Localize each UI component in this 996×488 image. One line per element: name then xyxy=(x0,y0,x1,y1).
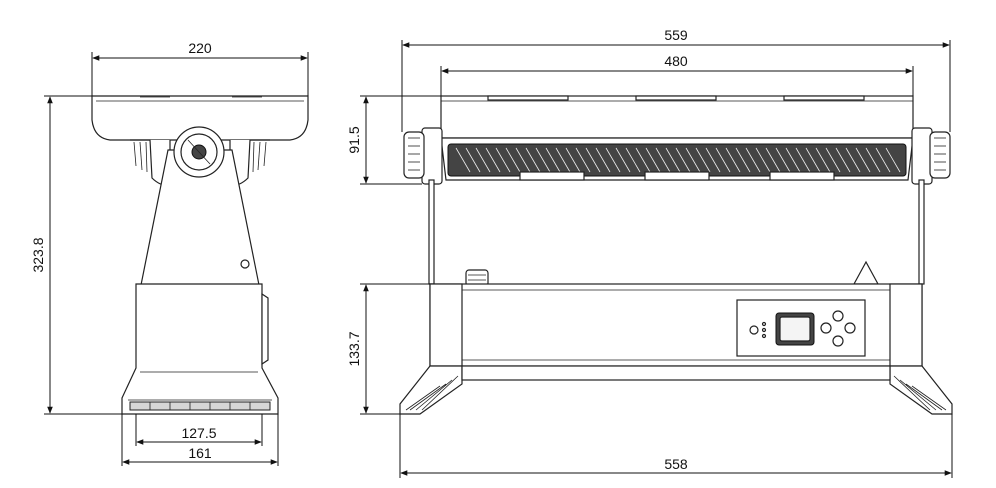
front-view-right-knob xyxy=(911,127,951,185)
dimension-overall-width-label: 559 xyxy=(664,27,688,43)
dimension-head-width-label: 480 xyxy=(664,53,688,69)
front-view-left-foot xyxy=(399,365,463,415)
dimension-head-height-label: 91.5 xyxy=(346,126,362,153)
dimension-base-length-label: 558 xyxy=(664,456,688,472)
dimension-base-outer-width-label: 161 xyxy=(188,445,212,461)
button-down xyxy=(832,335,844,347)
dimension-base-inner-width-label: 127.5 xyxy=(181,425,216,441)
front-view-yoke-arms xyxy=(428,179,925,285)
front-view-right-foot xyxy=(889,365,953,415)
dimension-overall-height-label: 323.8 xyxy=(30,237,46,272)
dimension-head-width: 480 xyxy=(440,53,914,96)
side-view-base xyxy=(121,283,279,415)
dimension-base-outer-width: 161 xyxy=(121,414,279,466)
side-view: 220 323.8 127.5 161 xyxy=(30,40,309,466)
side-view-tilt-knob xyxy=(173,126,225,178)
front-view-top-fin xyxy=(852,260,880,285)
dimension-overall-width: 559 xyxy=(401,27,951,132)
front-view-head xyxy=(403,95,951,185)
ir-sensor-icon xyxy=(749,325,759,335)
dimension-overall-height: 323.8 xyxy=(30,95,122,415)
front-view-left-knob xyxy=(403,127,443,185)
side-view-head xyxy=(91,95,309,187)
dimension-base-inner-width: 127.5 xyxy=(135,414,263,446)
front-view: 559 480 91.5 133.7 558 xyxy=(346,27,953,478)
control-panel xyxy=(736,299,866,357)
dimension-base-height: 133.7 xyxy=(346,283,430,415)
dimension-base-height-label: 133.7 xyxy=(346,331,362,366)
dimension-side-width-label: 220 xyxy=(188,40,212,56)
dimension-side-width: 220 xyxy=(91,40,309,96)
button-right xyxy=(844,322,856,334)
front-view-base xyxy=(399,283,953,415)
button-left xyxy=(820,322,832,334)
button-up xyxy=(832,310,844,322)
front-view-led-array xyxy=(455,147,901,181)
dimension-head-height: 91.5 xyxy=(346,95,441,185)
front-view-cable-gland xyxy=(465,269,489,287)
dimension-base-length: 558 xyxy=(399,414,953,478)
